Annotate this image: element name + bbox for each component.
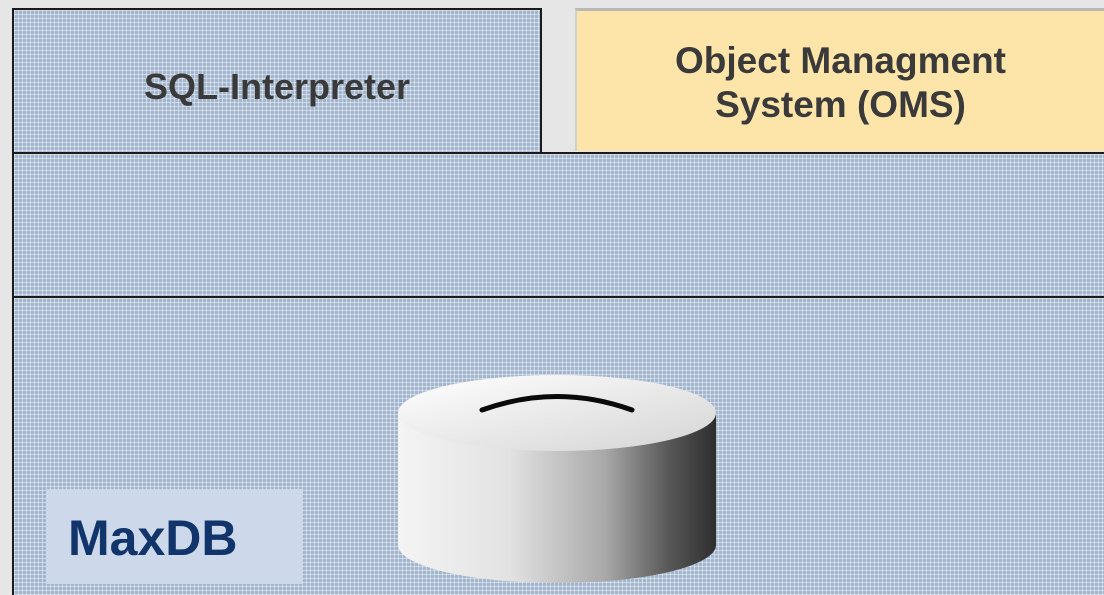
oms-label-line1: Object Managment bbox=[675, 40, 1006, 81]
oms-block: Object Managment System (OMS) bbox=[575, 8, 1104, 151]
oms-label: Object Managment System (OMS) bbox=[577, 39, 1104, 127]
oms-label-line2: System (OMS) bbox=[715, 84, 966, 125]
sql-interpreter-block: SQL-Interpreter bbox=[12, 8, 542, 154]
sql-interpreter-label: SQL-Interpreter bbox=[143, 66, 411, 107]
database-cylinder-icon bbox=[398, 375, 716, 583]
middle-layer-band bbox=[12, 152, 1104, 298]
maxdb-badge: MaxDB bbox=[46, 489, 303, 584]
maxdb-label: MaxDB bbox=[68, 510, 238, 566]
